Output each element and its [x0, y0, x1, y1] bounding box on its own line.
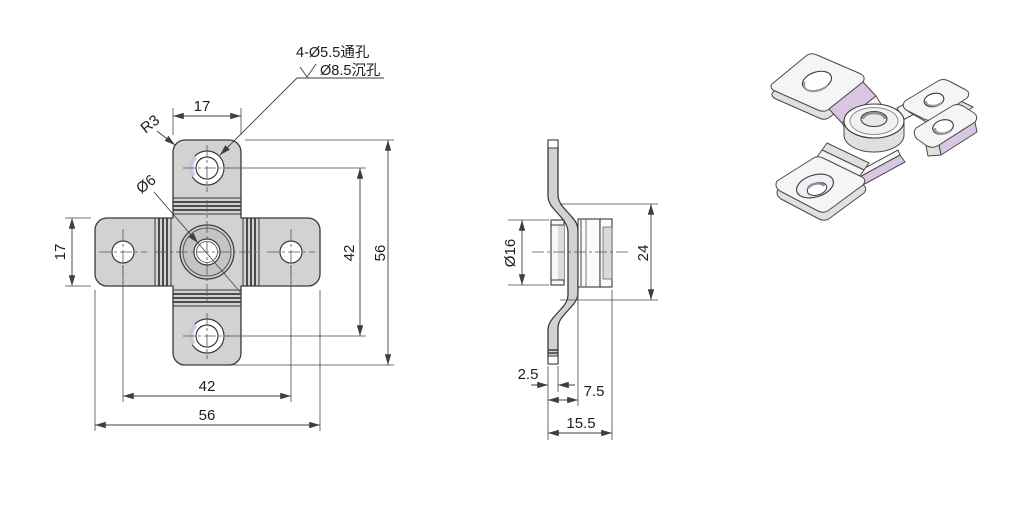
dim-offset-depth: 7.5: [584, 383, 605, 400]
dim-center-section-height: 24: [635, 245, 652, 262]
dim-boss-diameter: Ø16: [502, 239, 519, 267]
hole-callout-line2: Ø8.5沉孔: [320, 62, 381, 79]
dim-hole-pitch-horizontal: 42: [199, 378, 216, 395]
dim-tab-width: 17: [194, 98, 211, 115]
iso-tab-lower-left: [775, 156, 866, 213]
side-view: Ø16 24 2.5 7.5 15.5: [502, 139, 658, 440]
dim-plate-thickness: 2.5: [518, 366, 539, 383]
dim-arm-height: 17: [52, 244, 69, 261]
hole-callout-line1: 4-Ø5.5通孔: [296, 44, 370, 61]
countersink-symbol-icon: [299, 63, 317, 78]
front-view: 17 R3 4-Ø5.5通孔 Ø8.5沉孔 17 Ø6 42 56: [52, 44, 394, 431]
dim-overall-width: 56: [199, 407, 216, 424]
isometric-view: [770, 53, 978, 221]
dim-hole-pitch-vertical: 42: [341, 245, 358, 262]
iso-tab-lower-right: [913, 104, 978, 157]
side-dimensions: Ø16 24 2.5 7.5 15.5: [502, 203, 658, 440]
front-dimensions: 17 R3 4-Ø5.5通孔 Ø8.5沉孔 17 Ø6 42 56: [52, 44, 394, 431]
iso-center-boss: [843, 103, 905, 153]
dim-overall-depth: 15.5: [566, 415, 595, 432]
dim-overall-height: 56: [372, 245, 389, 262]
boss-left: [550, 219, 565, 286]
boss-right: [577, 218, 613, 288]
